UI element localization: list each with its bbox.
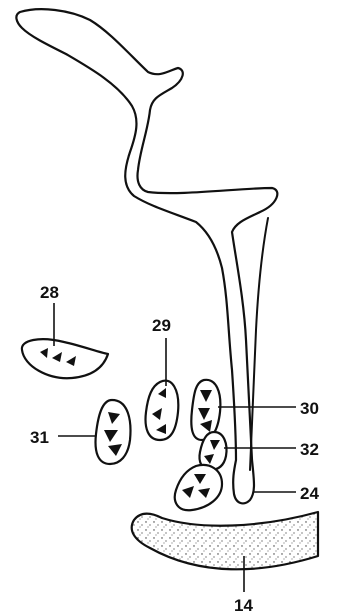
label-31: 31 <box>30 428 49 447</box>
label-30: 30 <box>300 399 319 418</box>
stalk-inner-line <box>250 218 268 470</box>
label-14: 14 <box>234 596 253 615</box>
structure-28 <box>22 339 108 378</box>
label-24: 24 <box>300 484 319 503</box>
label-28: 28 <box>40 283 59 302</box>
structure-14 <box>132 512 318 569</box>
label-29: 29 <box>152 316 171 335</box>
label-32: 32 <box>300 440 319 459</box>
structure-24 <box>175 465 222 510</box>
